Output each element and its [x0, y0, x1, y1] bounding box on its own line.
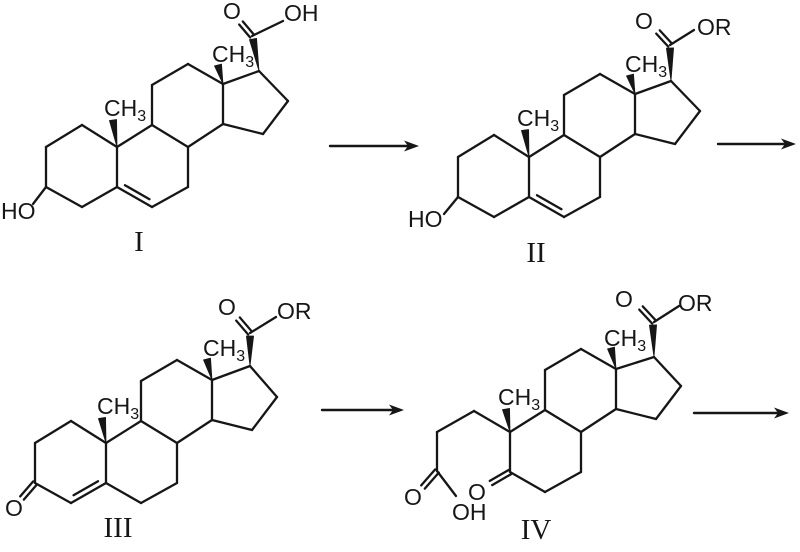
atom-label: CH3 — [498, 384, 540, 414]
wedge-bond — [245, 335, 255, 367]
atom-label: OH — [452, 499, 487, 525]
wedge-bond — [109, 119, 118, 148]
atom-label: HO — [408, 206, 443, 232]
reaction-arrow-4 — [692, 407, 789, 419]
atom-label: O — [404, 484, 422, 510]
atom-label: CH3 — [517, 105, 559, 135]
atom-label: O — [468, 479, 486, 505]
atom-label: CH3 — [625, 51, 667, 81]
atom-label: HO — [1, 198, 36, 224]
wedge-bond — [521, 129, 530, 158]
wedge-bond — [607, 346, 617, 370]
compound-label-I: I — [134, 226, 144, 258]
reaction-arrow-1 — [328, 140, 419, 152]
wedge-bond — [98, 417, 107, 444]
wedge-bond — [649, 324, 657, 358]
wedge-bond — [666, 47, 674, 82]
atom-label: CH3 — [104, 95, 146, 125]
wedge-bond — [626, 73, 636, 95]
reaction-arrow-2 — [716, 138, 796, 150]
wedge-bond — [249, 37, 260, 72]
atom-label: OR — [678, 290, 713, 316]
atom-label: O — [635, 8, 653, 34]
atom-label: CH3 — [604, 325, 646, 355]
arrowhead-icon — [389, 404, 404, 416]
compound-label-II: II — [526, 237, 545, 269]
atom-label: O — [218, 294, 236, 320]
wedge-bond — [502, 407, 511, 433]
arrowhead-icon — [404, 140, 419, 152]
wedge-bond — [214, 63, 224, 85]
atom-label: CH3 — [212, 41, 254, 71]
atom-label: OH — [284, 0, 319, 26]
atom-label: O — [5, 495, 23, 521]
atom-label: O — [223, 0, 241, 24]
compound-label-III: III — [104, 512, 133, 544]
wedge-bond — [203, 357, 213, 381]
arrowhead-icon — [781, 138, 796, 150]
atom-label: CH3 — [97, 393, 139, 423]
atom-label: O — [615, 286, 633, 312]
compound-label-IV: IV — [521, 514, 552, 546]
atom-label: CH3 — [203, 335, 245, 365]
atom-label: OR — [277, 298, 312, 324]
reaction-arrow-3 — [320, 404, 404, 416]
arrowhead-icon — [774, 407, 789, 419]
atom-label: OR — [697, 14, 732, 40]
